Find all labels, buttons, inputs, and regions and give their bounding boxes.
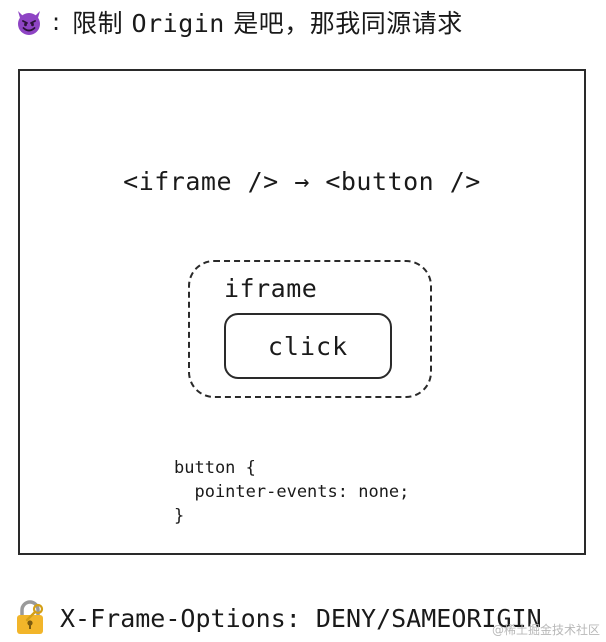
caption-separator: : <box>52 8 61 36</box>
caption-keyword: Origin <box>131 9 225 38</box>
iframe-label: iframe <box>224 274 318 303</box>
watermark: @稀土掘金技术社区 <box>491 623 600 637</box>
flow-text: <iframe /> → <button /> <box>123 167 481 196</box>
code-line: } <box>174 506 185 526</box>
code-line: button { <box>174 458 256 478</box>
top-caption-text: 限制 Origin 是吧，那我同源请求 <box>72 4 463 40</box>
lock-with-key-icon <box>14 600 46 636</box>
click-button-label: click <box>267 331 349 361</box>
code-line: pointer-events: none; <box>174 482 410 502</box>
iframe-box: iframe click <box>188 260 432 398</box>
code-block: button { pointer-events: none;} <box>174 456 409 528</box>
top-caption: : 限制 Origin 是吧，那我同源请求 <box>14 4 463 40</box>
diagram-panel: <iframe /> → <button /> iframe click but… <box>18 69 586 555</box>
smiling-devil-icon <box>14 7 44 37</box>
caption-suffix: 是吧，那我同源请求 <box>224 9 463 38</box>
bottom-caption-text: X-Frame-Options: DENY/SAMEORIGIN <box>60 603 542 633</box>
bottom-caption: X-Frame-Options: DENY/SAMEORIGIN <box>14 598 542 638</box>
caption-prefix: 限制 <box>72 9 132 38</box>
click-button[interactable]: click <box>224 313 392 379</box>
